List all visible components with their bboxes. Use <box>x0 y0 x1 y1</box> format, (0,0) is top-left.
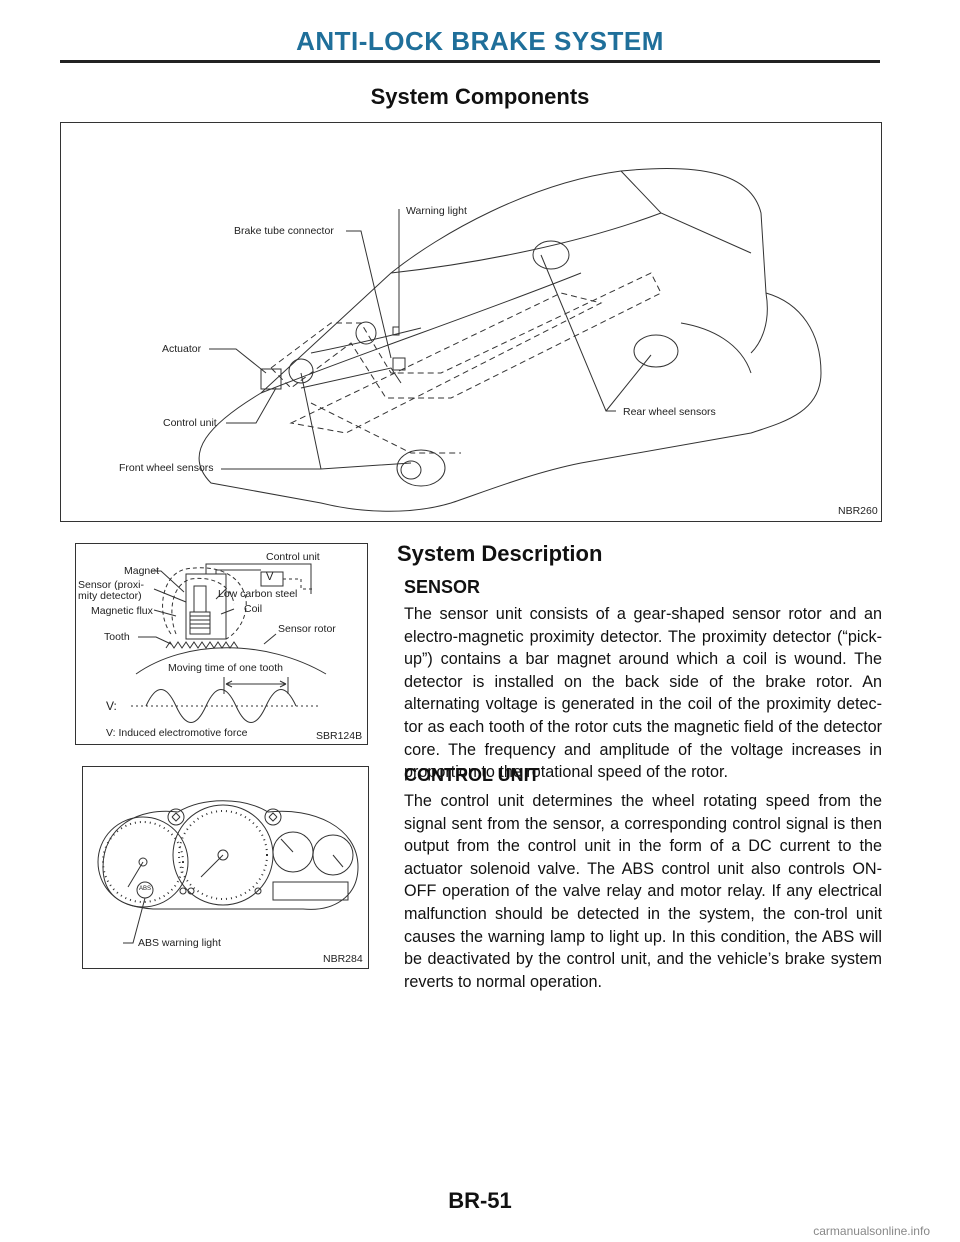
label-front-wheel-sensors: Front wheel sensors <box>119 462 214 474</box>
sensor-label-v-box: V <box>266 571 274 583</box>
watermark: carmanualsonline.info <box>813 1224 930 1238</box>
vehicle-outline-illustration <box>198 167 822 512</box>
abs-lamp-text: ABS <box>139 886 152 892</box>
sensor-label-v-caption: V: Induced electromotive force <box>106 727 248 739</box>
figure-id: NBR260 <box>838 505 878 517</box>
control-unit-paragraph: The control unit determines the wheel ro… <box>404 792 882 991</box>
sensor-label-sensor-rotor: Sensor rotor <box>278 623 336 635</box>
sensor-label-v-axis: V: <box>106 699 117 713</box>
components-heading: System Components <box>370 84 590 109</box>
sensor-label-moving-time: Moving time of one tooth <box>168 662 283 674</box>
sensor-figure: Control unit V Magnet Sensor (proxi- mit… <box>75 543 368 745</box>
sensor-label-magnet: Magnet <box>124 565 160 577</box>
sensor-figure-id: SBR124B <box>316 730 363 742</box>
header-divider <box>60 60 880 63</box>
label-warning-light: Warning light <box>406 205 467 217</box>
control-unit-heading: CONTROL UNIT <box>404 765 540 785</box>
meter-label-abs-warning-light: ABS warning light <box>138 937 221 949</box>
description-heading: System Description <box>397 541 603 566</box>
page-number: BR-51 <box>448 1188 512 1213</box>
sensor-paragraph: The sensor unit consists of a gear-shape… <box>404 605 882 782</box>
sensor-label-proximity-line2: mity detector) <box>78 590 142 602</box>
sensor-label-proximity-detector: Sensor (proxi- mity detector) <box>78 580 144 602</box>
meter-figure: ABS ABS warning light NBR284 <box>82 766 369 969</box>
sensor-label-control-unit: Control unit <box>266 551 320 563</box>
sensor-diagram <box>131 563 327 723</box>
sensor-label-tooth: Tooth <box>104 631 130 643</box>
system-components-figure: Warning light Brake tube connector Actua… <box>60 122 882 522</box>
label-brake-tube-connector: Brake tube connector <box>234 225 334 237</box>
label-rear-wheel-sensors: Rear wheel sensors <box>623 406 716 418</box>
sensor-label-magnetic-flux: Magnetic flux <box>91 605 153 617</box>
label-actuator: Actuator <box>162 343 202 355</box>
label-control-unit: Control unit <box>163 417 217 429</box>
section-header-title: ANTI-LOCK BRAKE SYSTEM <box>296 26 664 56</box>
meter-illustration <box>97 800 359 944</box>
sensor-label-proximity-line1: Sensor (proxi- <box>78 579 144 591</box>
sensor-heading: SENSOR <box>404 577 481 597</box>
sensor-label-coil: Coil <box>244 603 263 615</box>
sensor-label-low-carbon-steel: Low carbon steel <box>218 588 298 600</box>
meter-figure-id: NBR284 <box>323 953 363 965</box>
